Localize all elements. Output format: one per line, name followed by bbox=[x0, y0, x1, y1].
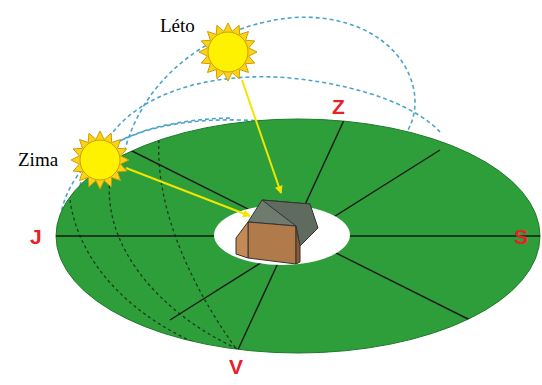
compass-letter: Z bbox=[332, 96, 345, 117]
sun bbox=[199, 23, 257, 81]
compass-letter: V bbox=[229, 356, 243, 377]
compass-letter: J bbox=[30, 226, 42, 247]
house bbox=[236, 200, 318, 264]
compass-letter: S bbox=[514, 226, 528, 247]
sun bbox=[71, 131, 129, 189]
season-label: Léto bbox=[160, 16, 195, 35]
season-label: Zima bbox=[18, 150, 58, 169]
